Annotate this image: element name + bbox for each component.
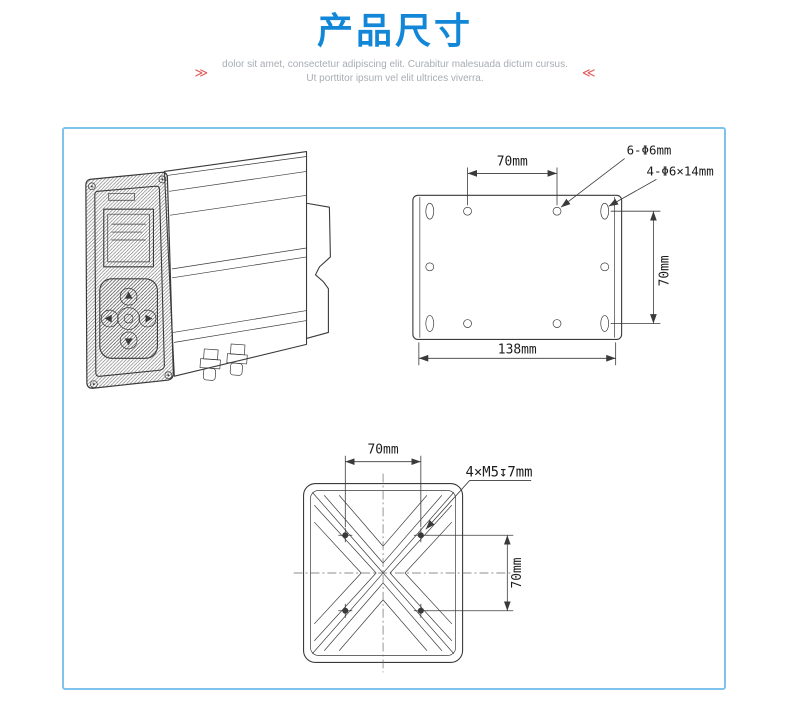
mounting-flange-drawing: 70mm 4×M5↧7mm 70mm [293,443,533,673]
decor-left-mark: ≫ [194,64,209,80]
decor-right-mark: ≪ [581,64,596,80]
device-isometric-drawing [85,151,331,389]
cable-gland [226,343,248,376]
flange-dim-top-label: 70mm [368,443,399,458]
subtitle-line-2: Ut porttitor ipsum vel elit ultrices viv… [306,73,484,84]
plate-round-holes-label: 6-Φ6mm [627,143,672,158]
subtitle-line-1: dolor sit amet, consectetur adipiscing e… [222,59,568,70]
plate-dim-bottom-label: 138mm [498,342,537,357]
flange-dim-right-label: 70mm [510,557,525,588]
page-title: 产品尺寸 [316,10,473,51]
diagram-frame: 70mm 6-Φ6mm 4-Φ6×14mm 70mm 138mm [62,127,726,690]
device-screen [103,208,155,268]
plate-dim-top-label: 70mm [497,154,528,169]
flange-holes [338,528,428,618]
cable-gland [199,348,221,381]
technical-drawing: 70mm 6-Φ6mm 4-Φ6×14mm 70mm 138mm [85,143,714,673]
flange-holes-label: 4×M5↧7mm [466,465,533,481]
device-keypad [99,278,158,359]
subtitle-text: dolor sit amet, consectetur adipiscing e… [222,58,568,86]
page-subtitle: ≫ dolor sit amet, consectetur adipiscing… [0,58,790,86]
page-header: 产品尺寸 ≫ dolor sit amet, consectetur adipi… [0,8,790,86]
plate-slot-holes-label: 4-Φ6×14mm [646,163,713,178]
plate-dim-right-label: 70mm [657,255,672,286]
mounting-plate-drawing: 70mm 6-Φ6mm 4-Φ6×14mm 70mm 138mm [412,143,714,366]
